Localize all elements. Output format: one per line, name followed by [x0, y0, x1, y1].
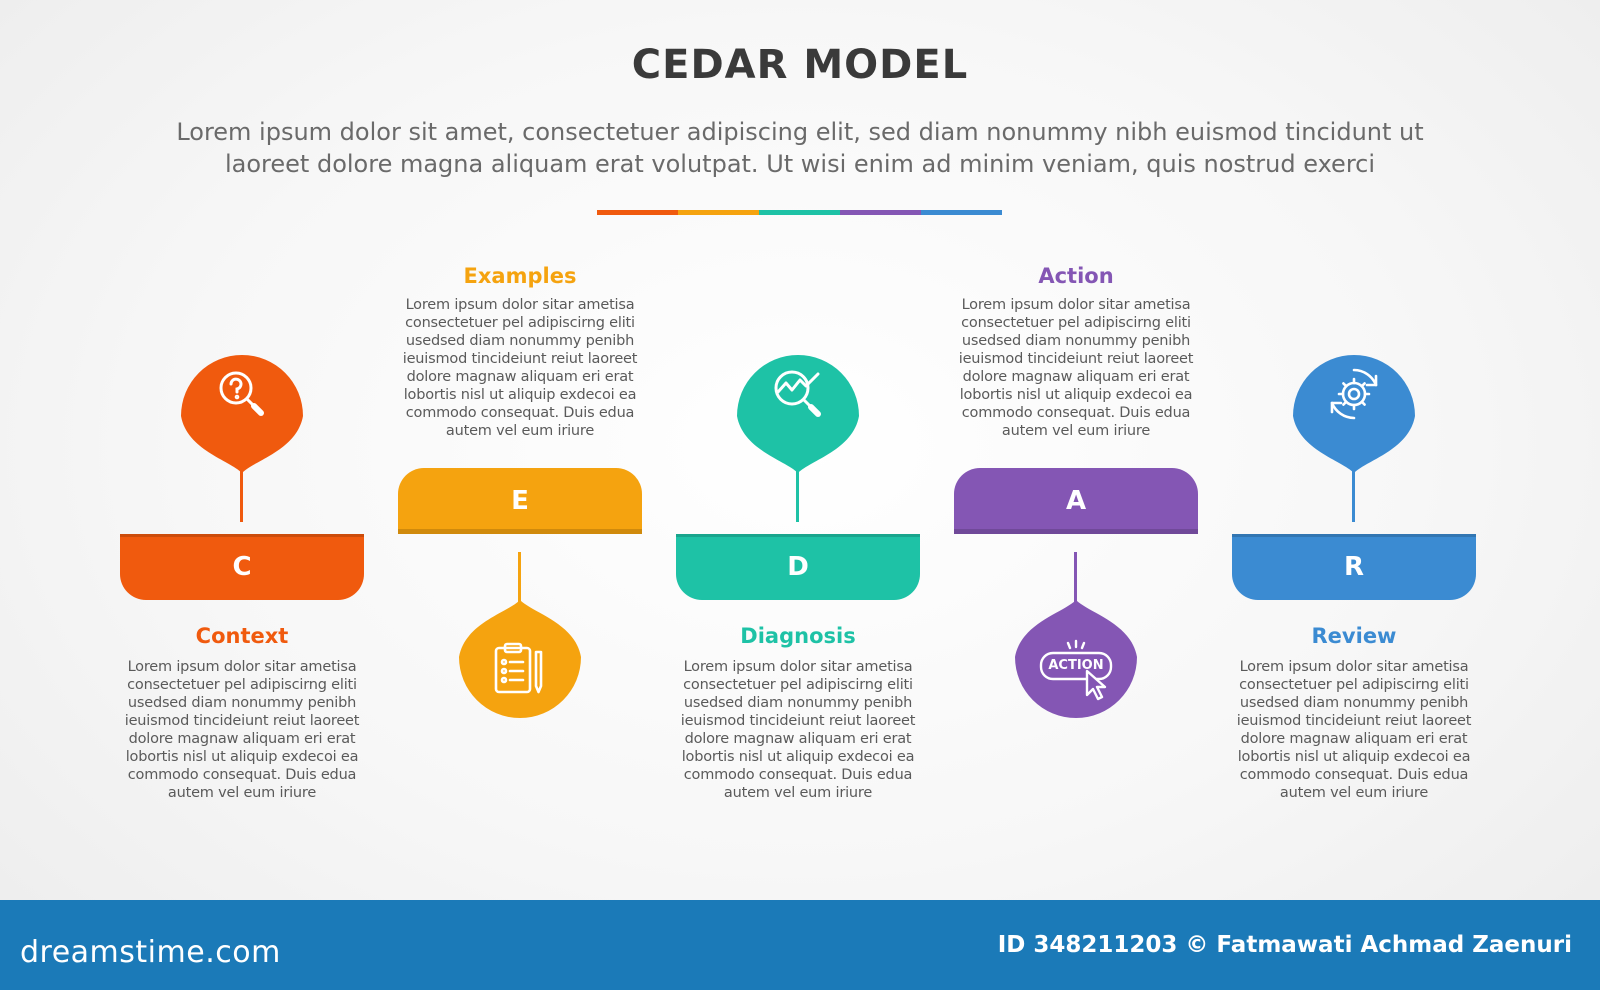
gear-refresh-icon [1330, 368, 1378, 420]
step-c-letter: C [232, 552, 252, 582]
step-c-tab: C [120, 534, 364, 600]
footer-credit: ID 348211203 © Fatmawati Achmad Zaenuri [997, 932, 1572, 958]
page-title: CEDAR MODEL [631, 42, 969, 88]
clipboard-checklist-icon [494, 642, 543, 694]
pin-action: ACTION [1011, 595, 1141, 745]
step-r-label: Review [1311, 624, 1397, 648]
magnifier-question-icon [219, 371, 264, 416]
step-r-letter: R [1343, 552, 1365, 582]
stem-review [1352, 470, 1355, 522]
accent-segment-context [597, 210, 678, 215]
step-c-label: Context [195, 624, 289, 648]
accent-segment-examples [678, 210, 759, 215]
accent-segment-review [921, 210, 1002, 215]
footer-logo: dreamstime.com [20, 935, 281, 970]
stem-examples [518, 552, 521, 602]
step-c-text: Lorem ipsum dolor sitar ametisa consecte… [124, 659, 360, 801]
step-d-letter: D [787, 552, 809, 582]
subtitle-line-2: laoreet dolore magna aliquam erat volutp… [224, 150, 1376, 178]
accent-segment-action [840, 210, 921, 215]
step-a-tab: A [954, 468, 1198, 534]
step-a-label: Action [1038, 264, 1114, 288]
subtitle-line-1: Lorem ipsum dolor sit amet, consectetuer… [176, 118, 1424, 146]
step-a-text: Lorem ipsum dolor sitar ametisa consecte… [958, 297, 1194, 439]
step-e-letter: E [511, 486, 529, 516]
step-d-text: Lorem ipsum dolor sitar ametisa consecte… [680, 659, 916, 801]
step-r-tab: R [1232, 534, 1476, 600]
step-d-tab: D [676, 534, 920, 600]
footer-bar [0, 900, 1600, 990]
page-subtitle: Lorem ipsum dolor sit amet, consectetuer… [110, 116, 1490, 180]
accent-segment-diagnosis [759, 210, 840, 215]
pin-examples [455, 595, 585, 745]
pin-context [177, 330, 307, 480]
step-e-text: Lorem ipsum dolor sitar ametisa consecte… [402, 297, 638, 439]
step-r-text: Lorem ipsum dolor sitar ametisa consecte… [1236, 659, 1472, 801]
stem-context [240, 470, 243, 522]
step-e-tab: E [398, 468, 642, 534]
action-icon-text: ACTION [1048, 658, 1104, 673]
step-d-label: Diagnosis [740, 624, 856, 648]
stem-diagnosis [796, 470, 799, 522]
action-button-cursor-icon: ACTION [1037, 639, 1115, 703]
pin-review [1289, 330, 1419, 480]
step-a-letter: A [1065, 486, 1087, 516]
step-e-label: Examples [463, 264, 577, 288]
chart-magnifier-icon [774, 370, 821, 417]
pin-diagnosis [733, 330, 863, 480]
stem-action [1074, 552, 1077, 602]
accent-divider [597, 210, 1002, 215]
